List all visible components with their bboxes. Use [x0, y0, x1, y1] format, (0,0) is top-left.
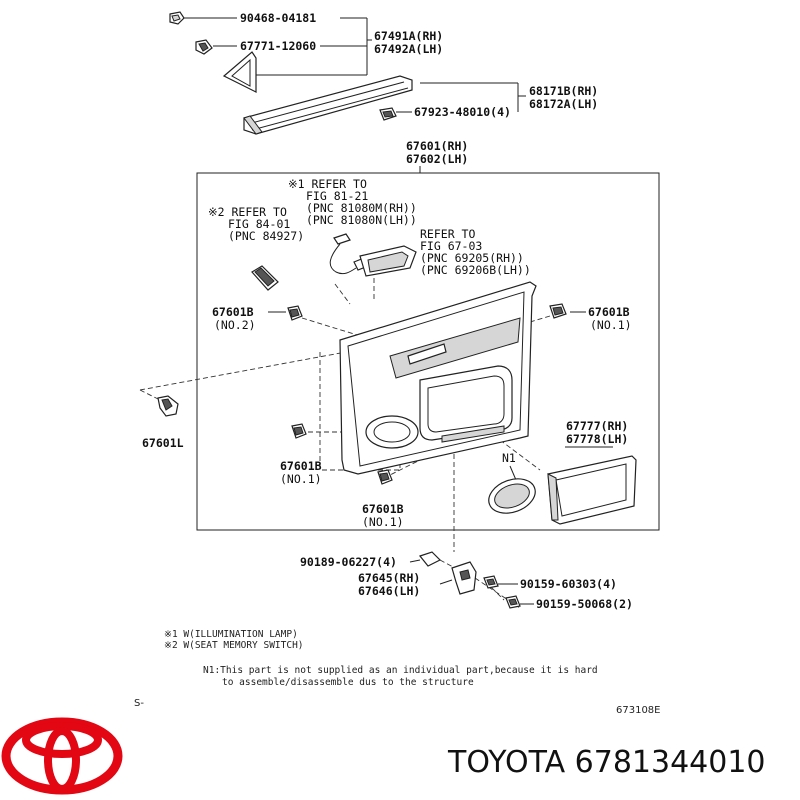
illumination-lamp-part: [329, 233, 369, 275]
belt-moulding-part: [243, 75, 413, 135]
clip-90189-part: [418, 551, 442, 567]
clip-90468-part: [169, 11, 185, 25]
label-67601b-no1-mid-note: (NO.1): [280, 472, 322, 486]
label-90159-60303: 90159-60303(4): [520, 577, 617, 591]
svg-text:FIG 81-21: FIG 81-21: [306, 189, 368, 203]
label-67601b-no1-mid: 67601B: [280, 459, 322, 473]
reference-note-2: ※2 REFER TO FIG 84-01 (PNC 84927): [208, 205, 304, 243]
note-illumination-lamp: ※1 W(ILLUMINATION LAMP): [164, 629, 298, 640]
label-67601b-no2-note: (NO.2): [214, 318, 256, 332]
seat-memory-switch-part: [251, 265, 279, 291]
clip-67601b-no1-mid-part: [291, 423, 307, 439]
top-leader-lines: [182, 17, 526, 173]
label-68171b: 68171B(RH): [529, 84, 598, 98]
note-seat-memory-switch: ※2 W(SEAT MEMORY SWITCH): [164, 640, 304, 651]
label-67601b-no1-lower: 67601B: [362, 502, 404, 516]
figure-code: 673108E: [616, 705, 661, 716]
svg-text:REFER TO: REFER TO: [420, 227, 475, 241]
inside-handle-part: [359, 245, 417, 277]
brand-part-number: TOYOTA 6781344010: [447, 745, 766, 780]
label-90159-50068: 90159-50068(2): [536, 597, 633, 611]
label-67771: 67771-12060: [240, 39, 316, 53]
section-code: S-: [134, 698, 144, 709]
label-67601b-no2: 67601B: [212, 305, 254, 319]
clip-67601b-no2-part: [287, 305, 303, 321]
label-n1: N1: [502, 451, 516, 465]
label-67601b-no1-upper: 67601B: [588, 305, 630, 319]
label-67777-rh: 67777(RH): [566, 419, 628, 433]
speaker-grille-n1-part: [488, 478, 536, 514]
door-trim-board-part: [339, 281, 537, 475]
svg-text:FIG 84-01: FIG 84-01: [228, 217, 290, 231]
svg-text:(PNC 81080M(RH)): (PNC 81080M(RH)): [306, 201, 417, 215]
reference-note-3: REFER TO FIG 67-03 (PNC 69205(RH)) (PNC …: [420, 227, 531, 277]
label-67778-lh: 67778(LH): [566, 432, 628, 446]
bottom-leader-lines: [409, 559, 534, 605]
svg-text:※1 REFER TO: ※1 REFER TO: [288, 177, 367, 191]
label-67491a: 67491A(RH): [374, 29, 443, 43]
svg-text:(PNC 69205(RH)): (PNC 69205(RH)): [420, 251, 524, 265]
label-67492a: 67492A(LH): [374, 42, 443, 56]
svg-text:(PNC 81080N(LH)): (PNC 81080N(LH)): [306, 213, 417, 227]
svg-text:※2 REFER TO: ※2 REFER TO: [208, 205, 287, 219]
label-67646-lh: 67646(LH): [358, 584, 420, 598]
clip-67923-part: [379, 107, 397, 121]
label-68172a: 68172A(LH): [529, 97, 598, 111]
inner-leader-lines: [268, 311, 613, 481]
note-n1-line2: to assemble/disassemble dus to the struc…: [222, 677, 474, 688]
clip-67601b-no1-upper-part: [549, 303, 567, 319]
note-n1-line1: N1:This part is not supplied as an indiv…: [203, 665, 598, 676]
label-67601b-no1-lower-note: (NO.1): [362, 515, 404, 529]
lower-pocket-part: [547, 455, 637, 525]
svg-text:(PNC 69206B(LH)): (PNC 69206B(LH)): [420, 263, 531, 277]
bracket-67645-part: [451, 561, 477, 595]
label-67645-rh: 67645(RH): [358, 571, 420, 585]
clip-67601b-no1-lower-part: [377, 469, 393, 485]
label-67602-lh: 67602(LH): [406, 152, 468, 166]
svg-text:FIG 67-03: FIG 67-03: [420, 239, 482, 253]
svg-text:(PNC 84927): (PNC 84927): [228, 229, 304, 243]
label-90189: 90189-06227(4): [300, 555, 397, 569]
assembly-frame: [196, 172, 660, 531]
screw-90159-60303-part: [483, 575, 499, 589]
label-67601l: 67601L: [142, 436, 184, 450]
label-67601b-no1-upper-note: (NO.1): [590, 318, 632, 332]
mirror-cover-part: [222, 51, 257, 93]
toyota-logo-icon: [1, 717, 123, 795]
screw-67771-part: [195, 39, 213, 55]
clip-67601l-part: [157, 395, 179, 417]
screw-90159-50068-part: [505, 595, 521, 609]
label-90468: 90468-04181: [240, 11, 316, 25]
label-67601-rh: 67601(RH): [406, 139, 468, 153]
reference-note-1: ※1 REFER TO FIG 81-21 (PNC 81080M(RH)) (…: [288, 177, 417, 227]
label-67923: 67923-48010(4): [414, 105, 511, 119]
